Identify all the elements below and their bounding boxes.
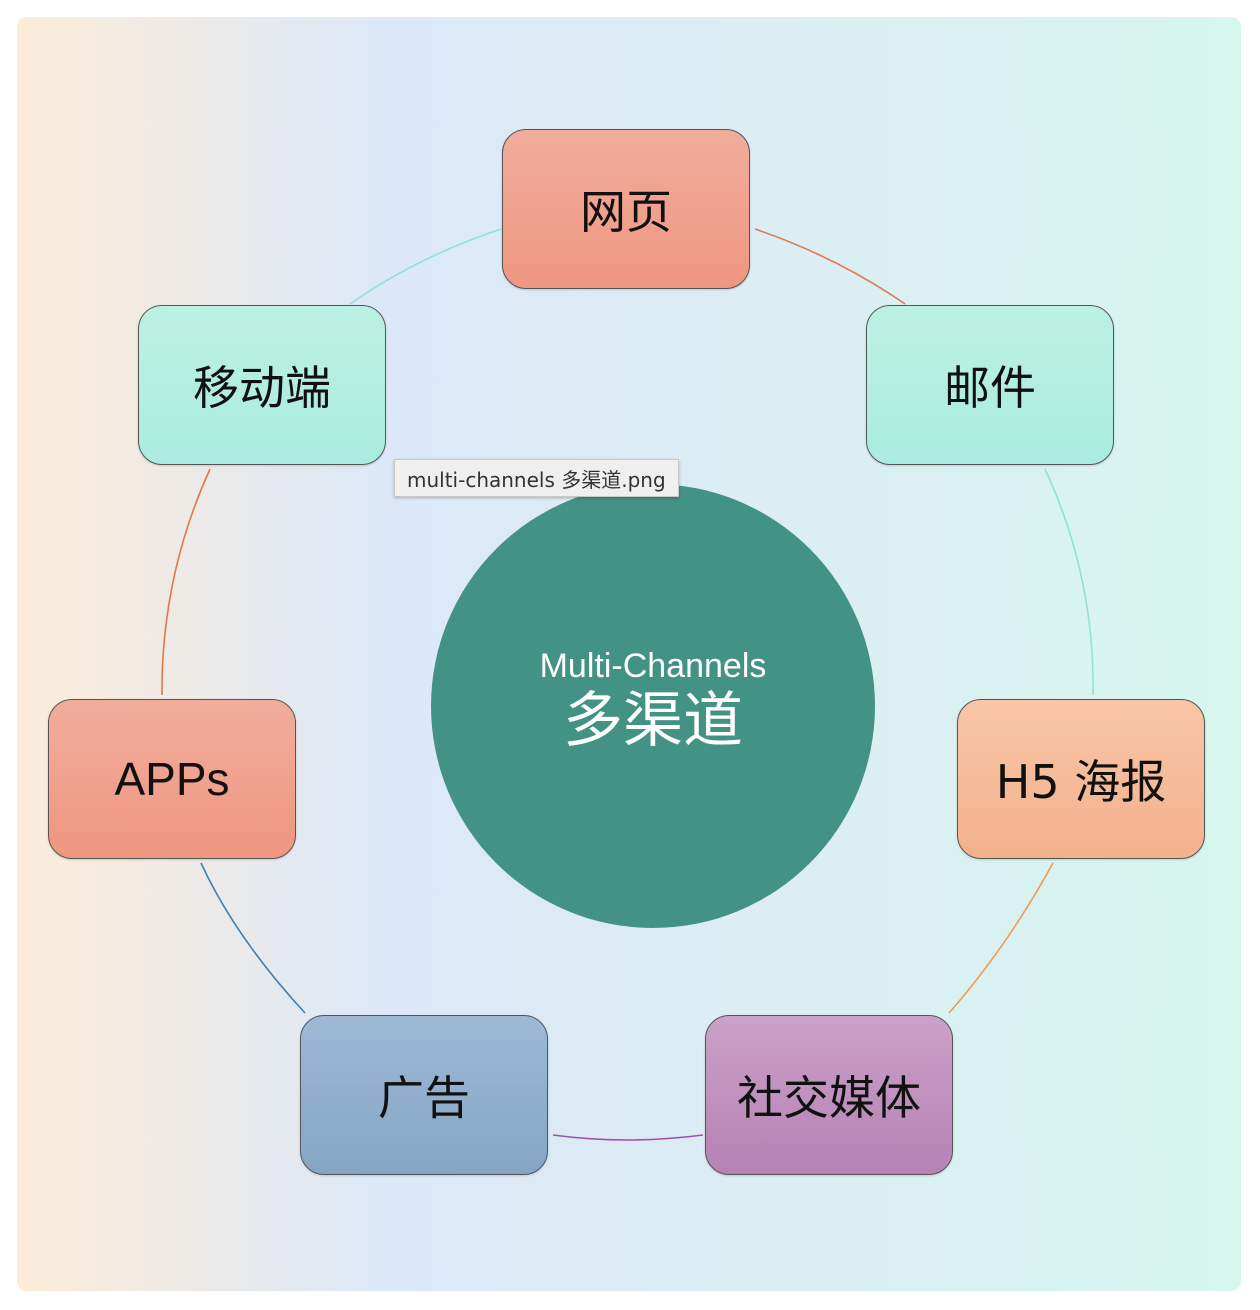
connector-social-ads <box>552 1134 704 1141</box>
connector-ring <box>161 228 1094 1141</box>
hub-subtitle: 多渠道 <box>563 686 743 756</box>
node-email[interactable]: 邮件 <box>866 305 1114 465</box>
connector-ads-apps <box>200 862 306 1014</box>
connector-h5-social <box>948 862 1054 1014</box>
node-h5-label: H5 海报 <box>995 755 1167 809</box>
hub-title: Multi-Channels <box>539 647 767 685</box>
connector-mobile-web <box>349 228 502 305</box>
diagram-canvas: 网页 邮件 H5 海报 社交媒体 广告 APPs 移动端 Multi-Chann… <box>17 17 1241 1291</box>
node-h5[interactable]: H5 海报 <box>957 699 1205 859</box>
node-ads-label: 广告 <box>378 1071 470 1125</box>
node-mobile-label: 移动端 <box>193 361 331 415</box>
connector-web-email <box>754 228 906 305</box>
connector-email-h5 <box>1044 468 1094 696</box>
node-web[interactable]: 网页 <box>502 129 750 289</box>
filename-tooltip: multi-channels 多渠道.png <box>394 459 679 497</box>
node-mobile[interactable]: 移动端 <box>138 305 386 465</box>
node-email-label: 邮件 <box>944 361 1036 415</box>
node-social[interactable]: 社交媒体 <box>705 1015 953 1175</box>
center-hub[interactable]: Multi-Channels 多渠道 <box>431 484 875 928</box>
node-social-label: 社交媒体 <box>737 1071 921 1125</box>
node-apps-label: APPs <box>114 753 230 805</box>
node-ads[interactable]: 广告 <box>300 1015 548 1175</box>
node-web-label: 网页 <box>580 185 672 239</box>
node-apps[interactable]: APPs <box>48 699 296 859</box>
connector-apps-mobile <box>161 468 211 696</box>
tooltip-text: multi-channels 多渠道.png <box>407 467 666 492</box>
